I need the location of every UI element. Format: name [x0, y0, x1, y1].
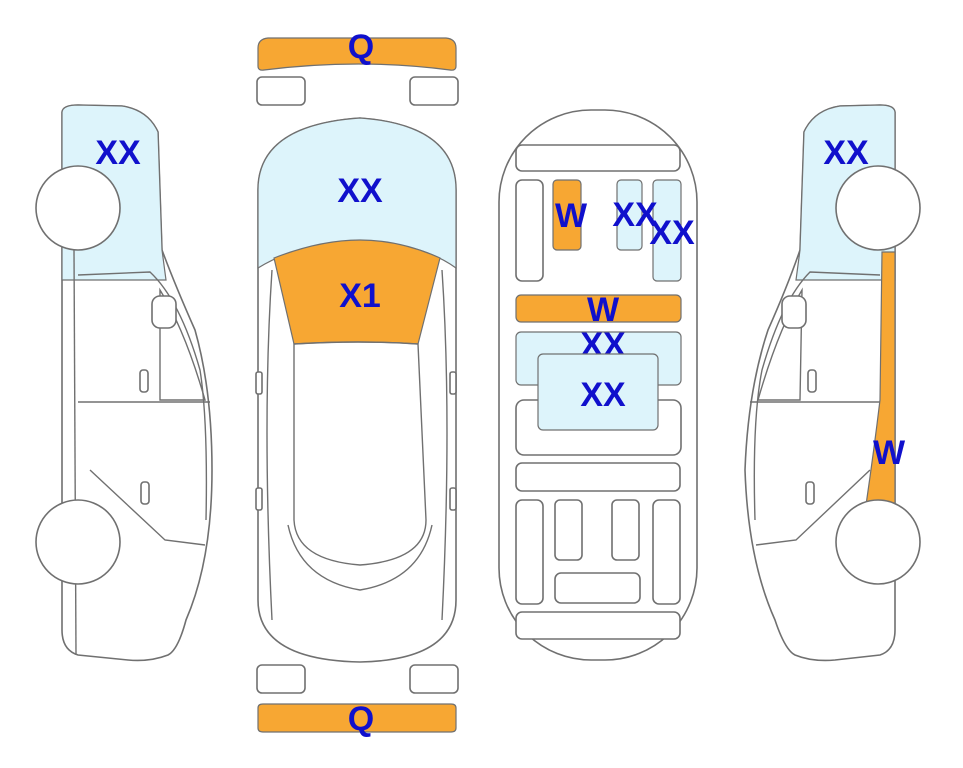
rear-bumper-zone — [257, 703, 457, 733]
roof-front-label: XX — [337, 172, 383, 210]
front-bumper-label: Q — [348, 28, 374, 66]
underbody-bar-zone — [515, 294, 682, 323]
underbody-small-right-label: XX — [649, 214, 695, 252]
top-left-rear-handle — [255, 487, 263, 511]
left-side-pillar — [73, 249, 77, 656]
right-side-view: XX W — [744, 104, 921, 662]
underbody-bar-label: W — [587, 291, 620, 329]
top-left-mirror — [255, 371, 263, 395]
left-side-front-wheel — [35, 165, 121, 251]
underbody-left-rail-rear — [515, 499, 544, 605]
underbody-muffler — [554, 572, 641, 604]
top-right-mirror — [449, 371, 457, 395]
left-side-rear-wheel — [35, 499, 121, 585]
right-side-door-handle-front — [807, 369, 817, 393]
underbody-small-right-zone — [652, 179, 682, 282]
left-side-door-handle-front — [139, 369, 149, 393]
right-side-door-line — [753, 271, 881, 521]
rear-window-outline — [287, 524, 433, 591]
underbody-crossmember — [515, 462, 681, 492]
underbody-tank-right — [611, 499, 640, 561]
underbody-tank-left — [554, 499, 583, 561]
right-side-rocker-label: W — [873, 434, 906, 472]
top-view-left-side-line — [266, 269, 273, 621]
underbody-inner-panel-zone — [537, 353, 659, 431]
front-left-headlight — [256, 76, 306, 106]
left-side-door-handle-rear — [140, 481, 150, 505]
underbody-inner-panel-label: XX — [580, 376, 626, 414]
left-side-door-line — [77, 271, 208, 521]
rear-right-taillight — [409, 664, 459, 694]
hood-label: X1 — [339, 277, 381, 315]
top-view-right-side-line — [441, 269, 448, 621]
front-bumper-zone — [257, 37, 457, 71]
rear-left-taillight — [256, 664, 306, 694]
underbody-front-panel — [515, 144, 681, 172]
front-right-headlight — [409, 76, 459, 106]
top-view-roof-outline — [293, 341, 427, 566]
right-side-door-lower — [755, 469, 871, 546]
underbody-small-mid-label: XX — [612, 196, 658, 234]
underbody-small-left-zone — [552, 179, 582, 251]
top-view: Q XX X1 Q — [255, 28, 459, 738]
underbody-small-left-label: W — [555, 197, 588, 235]
right-side-front-label: XX — [823, 134, 869, 172]
left-side-mirror — [151, 295, 177, 329]
left-side-front-label: XX — [95, 134, 141, 172]
right-side-door-handle-rear — [805, 481, 815, 505]
right-side-rear-wheel — [835, 499, 921, 585]
underbody-right-rail-rear — [652, 499, 681, 605]
right-side-mirror — [781, 295, 807, 329]
underbody-small-mid-zone — [616, 179, 643, 251]
underbody-view: W XX XX W XX XX — [498, 109, 698, 661]
underbody-rear-panel — [515, 611, 681, 640]
top-right-rear-handle — [449, 487, 457, 511]
right-side-front-wheel — [835, 165, 921, 251]
underbody-left-rail-front — [515, 179, 544, 282]
left-side-door-lower — [89, 469, 206, 546]
rear-bumper-label: Q — [348, 700, 374, 738]
left-side-view: XX — [35, 104, 213, 662]
